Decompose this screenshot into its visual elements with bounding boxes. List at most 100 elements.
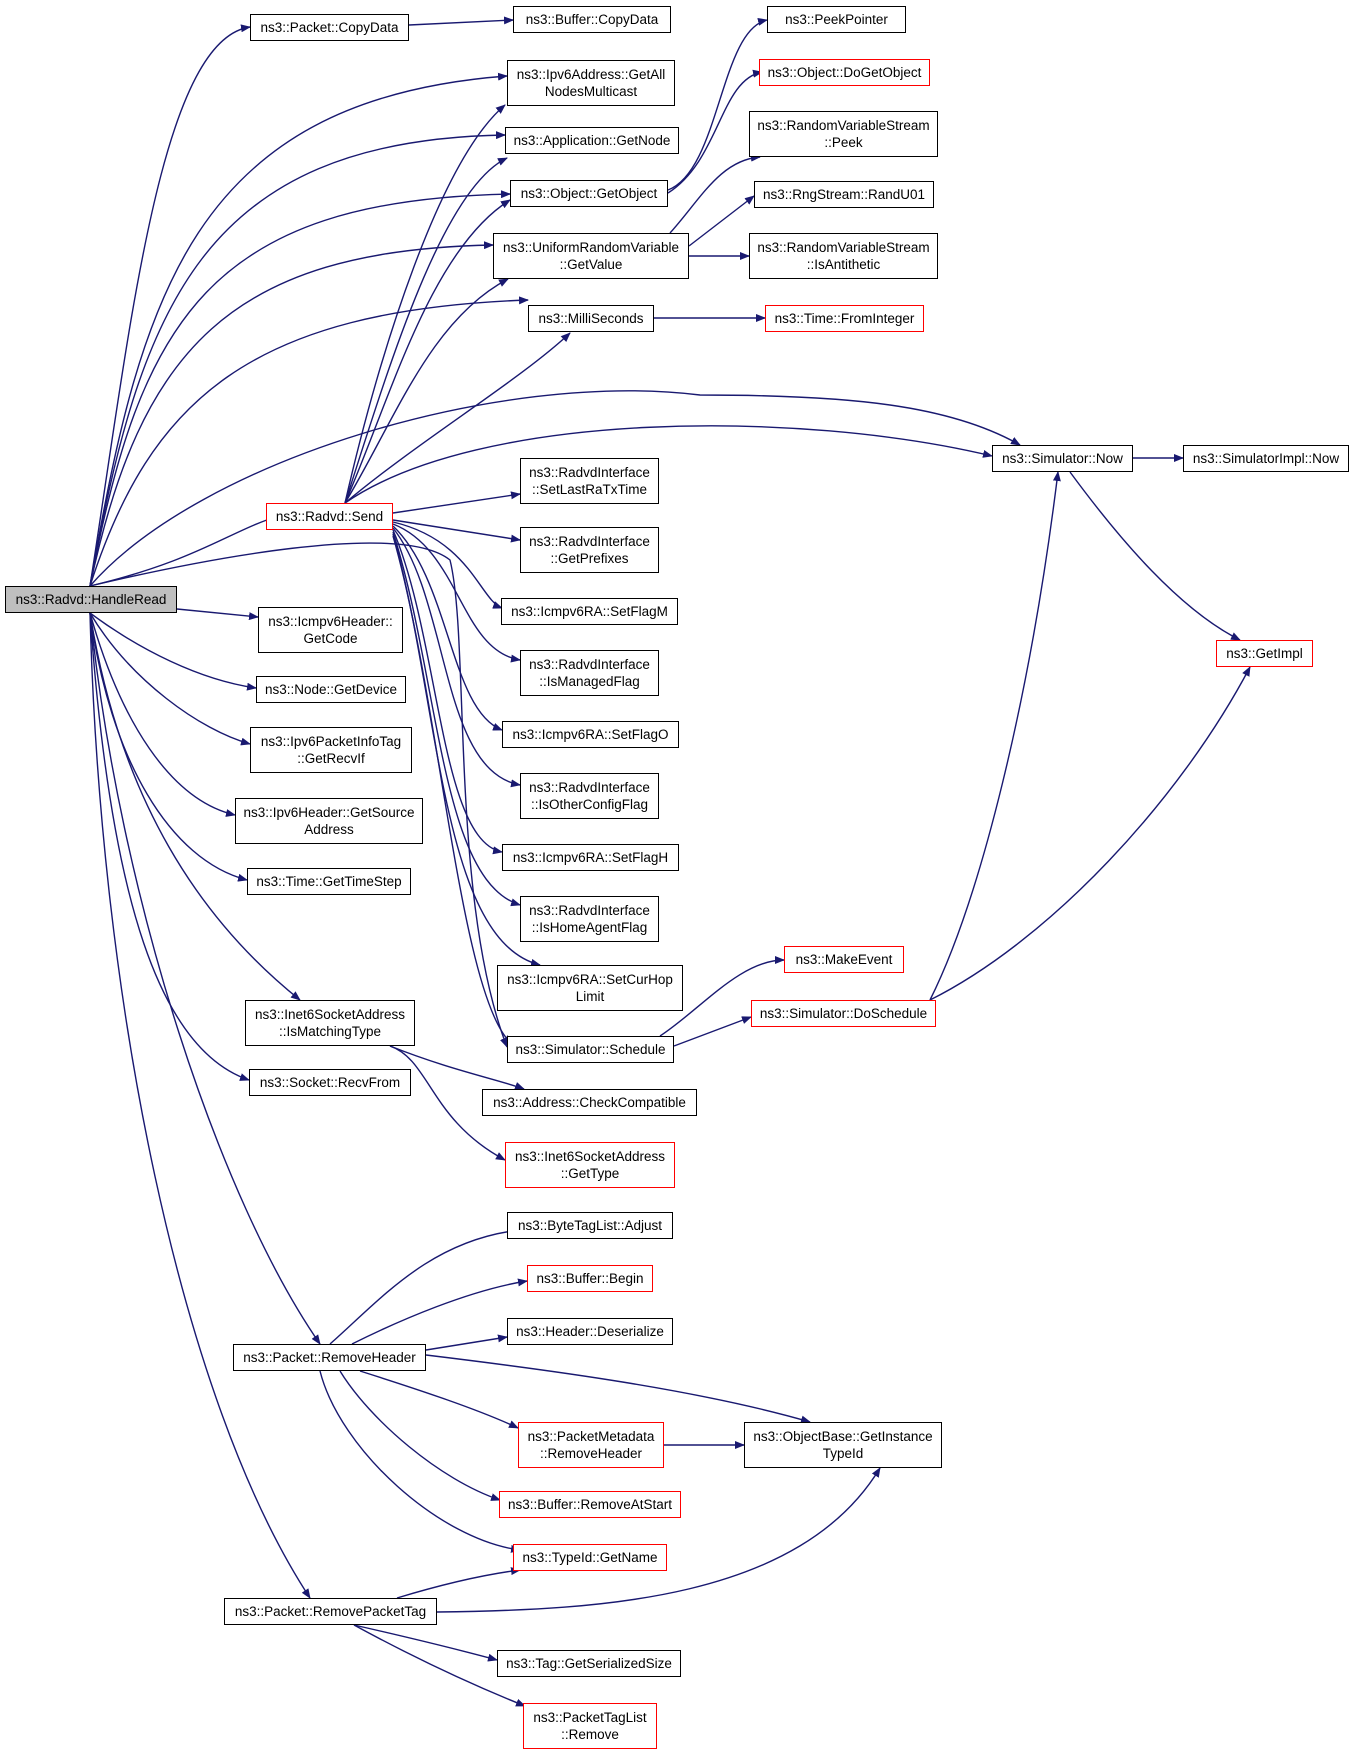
- node-label-line: ::IsHomeAgentFlag: [531, 920, 648, 935]
- node-rng-randu01[interactable]: ns3::RngStream::RandU01: [754, 181, 934, 208]
- node-label-line: ns3::Ipv6PacketInfoTag: [260, 734, 402, 749]
- node-i6sa-gettype[interactable]: ns3::Inet6SocketAddress::GetType: [505, 1142, 675, 1188]
- node-ptl-remove[interactable]: ns3::PacketTagList::Remove: [523, 1703, 657, 1749]
- node-urv-getvalue[interactable]: ns3::UniformRandomVariable::GetValue: [493, 233, 689, 279]
- call-edge: [344, 157, 508, 504]
- node-typeid-getname[interactable]: ns3::TypeId::GetName: [513, 1544, 667, 1571]
- node-ipv6pit-getrecvif[interactable]: ns3::Ipv6PacketInfoTag::GetRecvIf: [250, 727, 412, 773]
- node-label-line: ::RemoveHeader: [539, 1446, 643, 1461]
- node-label-line: ns3::Node::GetDevice: [264, 682, 398, 697]
- node-ri-getprefixes[interactable]: ns3::RadvdInterface::GetPrefixes: [520, 527, 659, 573]
- node-makeevent[interactable]: ns3::MakeEvent: [784, 946, 904, 973]
- node-buf-removeatstart[interactable]: ns3::Buffer::RemoveAtStart: [499, 1491, 681, 1518]
- node-label-line: ::IsAntithetic: [806, 257, 881, 272]
- node-getimpl[interactable]: ns3::GetImpl: [1216, 640, 1313, 667]
- call-edge: [89, 72, 508, 587]
- node-ra-setflago[interactable]: ns3::Icmpv6RA::SetFlagO: [502, 721, 679, 748]
- node-btl-adjust[interactable]: ns3::ByteTagList::Adjust: [507, 1212, 673, 1239]
- node-label-line: ns3::Buffer::RemoveAtStart: [507, 1497, 673, 1512]
- node-label-line: ns3::RadvdInterface: [529, 657, 650, 672]
- node-ri-setlastratx[interactable]: ns3::RadvdInterface::SetLastRaTxTime: [520, 458, 659, 504]
- node-obj-dogetobject[interactable]: ns3::Object::DoGetObject: [759, 59, 930, 86]
- node-label-line: ns3::RadvdInterface: [529, 465, 650, 480]
- node-label-line: ns3::Packet::RemoveHeader: [243, 1350, 416, 1365]
- node-i6sa-ismatching[interactable]: ns3::Inet6SocketAddress::IsMatchingType: [245, 1000, 415, 1046]
- call-edge: [353, 1624, 526, 1707]
- call-edge: [351, 1278, 528, 1345]
- node-label-line: ns3::Time::GetTimeStep: [256, 874, 402, 889]
- node-pkt-removeheader[interactable]: ns3::Packet::RemoveHeader: [233, 1344, 426, 1371]
- node-label-line: ns3::ObjectBase::GetInstance: [753, 1429, 933, 1444]
- node-time-gettimestep[interactable]: ns3::Time::GetTimeStep: [247, 868, 411, 895]
- node-label-line: ns3::Buffer::Begin: [536, 1271, 644, 1286]
- node-hdr-deserialize[interactable]: ns3::Header::Deserialize: [507, 1318, 673, 1345]
- node-rvs-peek[interactable]: ns3::RandomVariableStream::Peek: [749, 111, 938, 157]
- node-socket-recvfrom[interactable]: ns3::Socket::RecvFrom: [249, 1069, 411, 1096]
- call-edge: [89, 612, 311, 1599]
- node-obj-getobject[interactable]: ns3::Object::GetObject: [510, 180, 668, 207]
- call-edge: [89, 612, 321, 1345]
- node-label-line: ns3::Inet6SocketAddress: [254, 1007, 406, 1022]
- node-label-line: ns3::Icmpv6RA::SetFlagH: [512, 850, 669, 865]
- node-rvs-isantithetic[interactable]: ns3::RandomVariableStream::IsAntithetic: [749, 233, 938, 279]
- call-edge: [344, 199, 511, 504]
- call-edge: [392, 525, 503, 731]
- call-edge: [89, 612, 251, 746]
- node-label-line: ns3::Application::GetNode: [513, 133, 671, 148]
- node-addr-checkcompat[interactable]: ns3::Address::CheckCompatible: [482, 1089, 697, 1116]
- node-pm-removeheader[interactable]: ns3::PacketMetadata::RemoveHeader: [518, 1422, 664, 1468]
- node-pkt-removepackettag[interactable]: ns3::Packet::RemovePacketTag: [224, 1598, 437, 1625]
- node-handleread[interactable]: ns3::Radvd::HandleRead: [5, 586, 177, 613]
- node-ri-ishomeagent[interactable]: ns3::RadvdInterface::IsHomeAgentFlag: [520, 896, 659, 942]
- node-label-line: ns3::Packet::RemovePacketTag: [234, 1604, 427, 1619]
- call-edge: [396, 1567, 521, 1599]
- call-edge: [688, 195, 755, 247]
- node-label-line: ns3::TypeId::GetName: [522, 1550, 658, 1565]
- call-edge: [673, 1016, 752, 1047]
- node-simimpl-now[interactable]: ns3::SimulatorImpl::Now: [1183, 445, 1349, 472]
- node-label-line: ::IsManagedFlag: [539, 674, 640, 689]
- node-label-line: ns3::Socket::RecvFrom: [259, 1075, 401, 1090]
- call-edge: [89, 131, 506, 587]
- call-edge: [392, 521, 503, 609]
- node-label-line: ns3::RandomVariableStream: [757, 240, 930, 255]
- node-buf-begin[interactable]: ns3::Buffer::Begin: [527, 1265, 653, 1292]
- node-label-line: Address: [304, 822, 354, 837]
- node-ri-ismanaged[interactable]: ns3::RadvdInterface::IsManagedFlag: [520, 650, 659, 696]
- node-buf-copydata[interactable]: ns3::Buffer::CopyData: [513, 6, 671, 33]
- node-ri-isotherconfig[interactable]: ns3::RadvdInterface::IsOtherConfigFlag: [520, 773, 659, 819]
- node-sim-now[interactable]: ns3::Simulator::Now: [992, 445, 1133, 472]
- node-tag-getserialized[interactable]: ns3::Tag::GetSerializedSize: [497, 1650, 681, 1677]
- node-node-getdevice[interactable]: ns3::Node::GetDevice: [256, 676, 406, 703]
- node-label-line: ::Peek: [824, 135, 863, 150]
- node-radvd-send[interactable]: ns3::Radvd::Send: [266, 503, 393, 530]
- node-sim-doschedule[interactable]: ns3::Simulator::DoSchedule: [751, 1000, 936, 1027]
- node-label-line: ::IsOtherConfigFlag: [530, 797, 649, 812]
- node-label-line: ns3::PacketTagList: [533, 1710, 647, 1725]
- node-ra-setflagm[interactable]: ns3::Icmpv6RA::SetFlagM: [501, 598, 678, 625]
- node-app-getnode[interactable]: ns3::Application::GetNode: [505, 127, 679, 154]
- call-edge: [89, 190, 511, 587]
- node-icmpv6-getcode[interactable]: ns3::Icmpv6Header::GetCode: [258, 607, 403, 653]
- node-label-line: ns3::Simulator::Schedule: [515, 1042, 666, 1057]
- node-sim-schedule[interactable]: ns3::Simulator::Schedule: [507, 1036, 674, 1063]
- node-label-line: ::Remove: [561, 1727, 619, 1742]
- node-label-line: ::SetLastRaTxTime: [531, 482, 648, 497]
- node-label-line: ns3::RandomVariableStream: [757, 118, 930, 133]
- node-milliseconds[interactable]: ns3::MilliSeconds: [528, 305, 654, 332]
- call-edge: [408, 16, 514, 26]
- call-edge: [319, 1370, 521, 1553]
- node-ra-setflagh[interactable]: ns3::Icmpv6RA::SetFlagH: [502, 844, 679, 871]
- node-peekpointer[interactable]: ns3::PeekPointer: [767, 6, 906, 33]
- node-time-frominteger[interactable]: ns3::Time::FromInteger: [765, 305, 924, 332]
- call-edge: [344, 104, 506, 504]
- node-label-line: ns3::ByteTagList::Adjust: [517, 1218, 663, 1233]
- node-pkt-copydata[interactable]: ns3::Packet::CopyData: [250, 14, 409, 41]
- call-edge: [89, 612, 250, 1081]
- call-edge: [929, 471, 1061, 1001]
